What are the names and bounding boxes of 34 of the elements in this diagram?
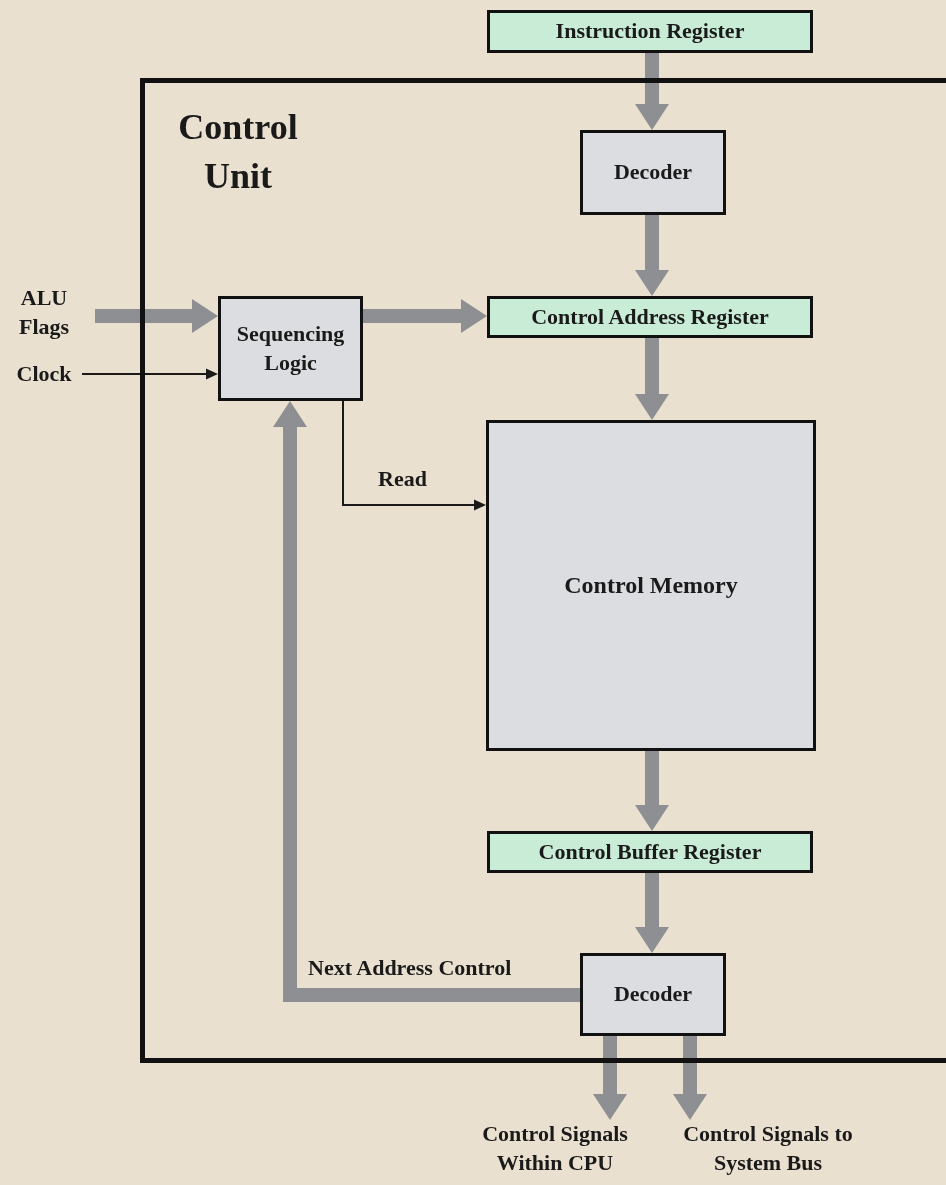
- arrow: [635, 873, 669, 953]
- arrow: [342, 400, 486, 511]
- box-label: Decoder: [612, 158, 694, 187]
- arrow: [673, 1036, 707, 1120]
- signal-label: Control Signals to System Bus: [668, 1120, 868, 1182]
- register-box: [487, 296, 813, 338]
- box-label: Control Buffer Register: [537, 837, 763, 866]
- box-label: Control Memory: [563, 570, 739, 600]
- arrow: [95, 299, 218, 333]
- arrow: [635, 751, 669, 831]
- arrow: [635, 338, 669, 420]
- frame-heading: Control Unit: [177, 106, 299, 198]
- register-box: [487, 10, 813, 53]
- decoder-box: [580, 953, 726, 1036]
- signal-label: ALU Flags: [6, 284, 82, 346]
- memory-box: [486, 420, 816, 751]
- signal-label: Clock: [6, 360, 82, 390]
- box-label: Decoder: [612, 980, 694, 1009]
- box-label: Sequencing Logic: [235, 319, 346, 377]
- arrow: [363, 299, 487, 333]
- arrow: [593, 1036, 627, 1120]
- edge-label: Next Address Control: [308, 955, 512, 981]
- arrow: [635, 215, 669, 296]
- box-label: Control Address Register: [530, 302, 770, 331]
- logic-box: [218, 296, 363, 401]
- arrow: [273, 401, 580, 1002]
- control-unit-frame: [140, 78, 946, 1063]
- box-label: Instruction Register: [554, 17, 746, 46]
- decoder-box: [580, 130, 726, 215]
- arrow: [635, 53, 669, 130]
- signal-label: Control Signals Within CPU: [455, 1120, 655, 1182]
- edge-label: Read: [378, 466, 427, 492]
- register-box: [487, 831, 813, 873]
- arrow: [81, 368, 218, 380]
